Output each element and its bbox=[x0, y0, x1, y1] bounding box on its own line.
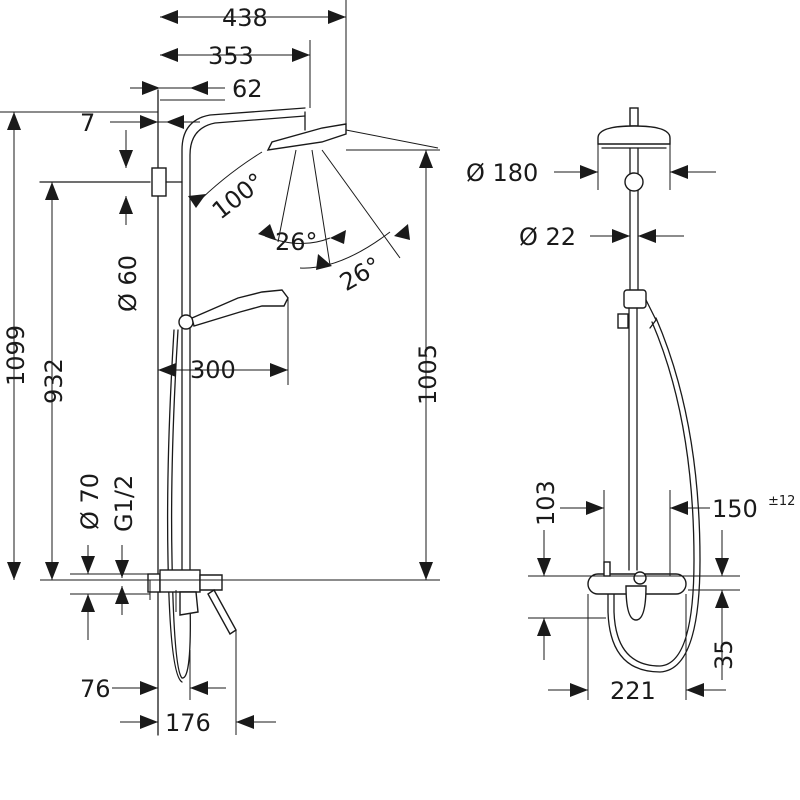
rain-shower-head bbox=[266, 111, 439, 151]
dim-tolerance: ±12 bbox=[768, 494, 795, 509]
dim-tilt-angle: 100° bbox=[207, 167, 270, 225]
dim-hand-shower-reach: 300 bbox=[190, 356, 236, 384]
dim-bracket-dia: Ø 60 bbox=[114, 255, 142, 312]
dim-mixer-depth: 76 bbox=[80, 675, 111, 703]
front-view: Ø 180 Ø 22 103 150 ±12 35 221 bbox=[466, 107, 795, 705]
spray-angle-lines bbox=[264, 149, 401, 269]
dim-width-head: 353 bbox=[208, 42, 254, 70]
front-mixer bbox=[587, 561, 687, 621]
dim-mixer-width: 221 bbox=[610, 677, 656, 705]
dim-offset-wall: 7 bbox=[80, 109, 95, 137]
dim-spray-angle-1: 26° bbox=[275, 228, 318, 256]
dim-height-head: 1005 bbox=[414, 344, 442, 405]
dim-offset-left: 103 bbox=[532, 480, 560, 526]
dim-mixer-height: 35 bbox=[710, 639, 738, 670]
front-shower-head bbox=[597, 107, 671, 190]
dim-connection-dia: Ø 70 bbox=[76, 473, 104, 530]
wall-bracket bbox=[39, 167, 183, 197]
mixer-valve bbox=[147, 569, 237, 735]
front-hose bbox=[607, 317, 701, 673]
riser-pipe bbox=[181, 107, 306, 581]
dim-mixer-projection: 176 bbox=[165, 709, 211, 737]
shower-hose bbox=[166, 329, 191, 683]
hand-shower bbox=[178, 289, 289, 385]
dim-offset-right: 150 bbox=[712, 495, 758, 523]
side-view: 438 353 62 7 100° 26° 26° Ø 60 1099 932 … bbox=[0, 0, 442, 737]
dim-thread: G1/2 bbox=[110, 475, 138, 532]
dim-spray-angle-2: 26° bbox=[335, 251, 386, 297]
dim-height-bracket: 932 bbox=[40, 358, 68, 404]
dim-offset-arm: 62 bbox=[232, 75, 263, 103]
front-riser bbox=[617, 147, 657, 571]
dim-rail-dia: Ø 22 bbox=[519, 223, 576, 251]
dim-width-overall: 438 bbox=[222, 4, 268, 32]
dim-height-total: 1099 bbox=[2, 325, 30, 386]
dim-head-dia: Ø 180 bbox=[466, 159, 538, 187]
